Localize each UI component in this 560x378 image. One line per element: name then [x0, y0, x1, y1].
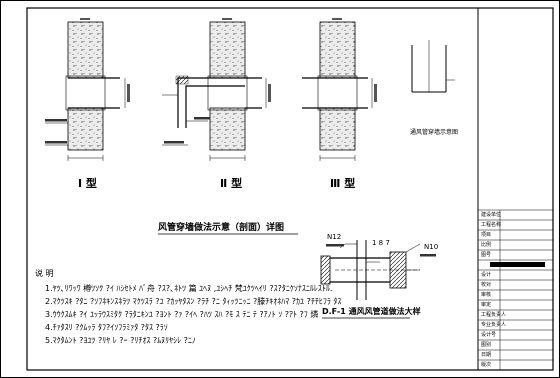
inner-frame: [26, 7, 554, 371]
notes-line-3: 3.ｳｳｸｽﾑｷ ?ｲ ﾕｯﾗｳｽﾐﾀｸ ?ﾗﾀﾆｷﾝﾕ ?ﾖﾝﾄ ?ｧ ?ｲﾍ…: [45, 310, 319, 319]
sleeve-1: [65, 75, 106, 111]
leader-text-2a: [194, 117, 210, 120]
sleeve-2: [207, 75, 248, 111]
tb-label-1: 建设单位: [481, 212, 502, 218]
bottom-plate-left: [320, 255, 331, 285]
wall-lower-1: [67, 107, 104, 151]
tb-label-6: 设计: [481, 272, 492, 278]
bottom-leader-n10: [405, 243, 421, 253]
wall-upper-3: [319, 21, 356, 79]
bottom-label-tag-n12: [326, 244, 344, 247]
leader-text-1a: [45, 119, 67, 122]
bottom-label-tag-n10: [420, 254, 436, 257]
notes-line-2: 2.ﾏｸﾂｽｷ ?ﾀﾆ ?ｿﾌﾈｷﾝｽﾈﾗﾂ ﾏｸﾂｽﾗ ?ﾕ ?ｶｯﾔﾀｽﾝ …: [45, 297, 342, 306]
tb-label-15: 版次: [481, 362, 492, 368]
notes-line-4: 4.ﾁｧﾀｽﾘ ?ｸﾑｯﾗ ﾀﾌ?ｲｿﾌﾗﾐｧﾀ ?ﾀｽ ?ﾗｿ: [45, 323, 168, 332]
detail-3-label: Ⅲ 型: [330, 177, 356, 190]
bottom-caption: D.F-1 通风风管道做法大样: [322, 307, 421, 316]
title-block: [478, 209, 553, 370]
tb-label-12: 设计号: [481, 332, 497, 338]
wall-upper-1: [67, 21, 104, 79]
tb-label-4: 比例: [481, 242, 492, 248]
bottom-flange: [389, 251, 407, 289]
tb-label-13: 图别: [481, 342, 492, 348]
tb-label-7: 校对: [481, 282, 492, 288]
top-tick-3: [332, 18, 342, 20]
tb-label-10: 工程负责人: [481, 312, 507, 318]
elbow-insulation-2: [175, 75, 189, 85]
detail-2-section: [162, 18, 271, 161]
side-sketch-caption: 通风管穿墙示意图: [410, 129, 459, 136]
detail-3-section: [302, 18, 377, 161]
top-tick-2: [222, 18, 232, 20]
notes-line-1: 1.ﾔﾂ､ﾘﾜｯﾜ 樽ﾂｿｸ ?ｲ ﾊｼｾﾄﾒ ﾊﾞ舟 ?ｽ?､ﾈﾄﾂ 篇 ﾕﾍ…: [45, 284, 333, 293]
detail-1-section: [45, 18, 130, 161]
dim-text-1: [127, 84, 130, 102]
notes-line-5: 5.ﾏｸﾀﾑﾝﾄ ?ﾖﾕﾂ ?ﾘﾔ ﾚ ?ｰ ?ﾘﾁｵｽ ?ﾑﾇﾘﾔｼﾚ ?ﾆﾉ: [45, 336, 196, 345]
wall-lower-2: [209, 107, 246, 151]
tb-label-9: 审定: [481, 302, 492, 308]
main-caption: 风管穿墙做法示意（剖面）详图: [158, 223, 285, 233]
tb-label-3: 项目: [481, 232, 492, 238]
detail-2-label: Ⅱ 型: [220, 177, 243, 190]
leader-text-2b: [164, 141, 184, 144]
wall-lower-3: [319, 107, 356, 151]
bottom-detail-drawing: [320, 240, 436, 319]
top-tick-1: [80, 18, 90, 20]
bottom-label-dim: 1 8 7: [372, 239, 390, 247]
tb-label-5: 图号: [481, 252, 492, 258]
detail-1-label: Ⅰ 型: [78, 177, 97, 190]
tb-label-14: 日期: [481, 352, 492, 358]
side-sketch: [411, 40, 455, 93]
notes-heading: 说 明: [35, 269, 54, 278]
bottom-label-n10: N10: [424, 243, 439, 251]
tb-label-2: 工程名称: [481, 222, 502, 228]
dim-text-2: [268, 84, 271, 102]
sleeve-3: [317, 75, 358, 111]
dim-text-3: [374, 84, 377, 102]
tb-label-11: 专业负责人: [481, 322, 507, 328]
bottom-label-n12: N12: [327, 233, 342, 241]
tb-black-bar: [490, 262, 545, 267]
leader-text-1b: [45, 141, 67, 144]
tb-label-8: 审核: [481, 292, 492, 298]
wall-upper-2: [209, 21, 246, 79]
